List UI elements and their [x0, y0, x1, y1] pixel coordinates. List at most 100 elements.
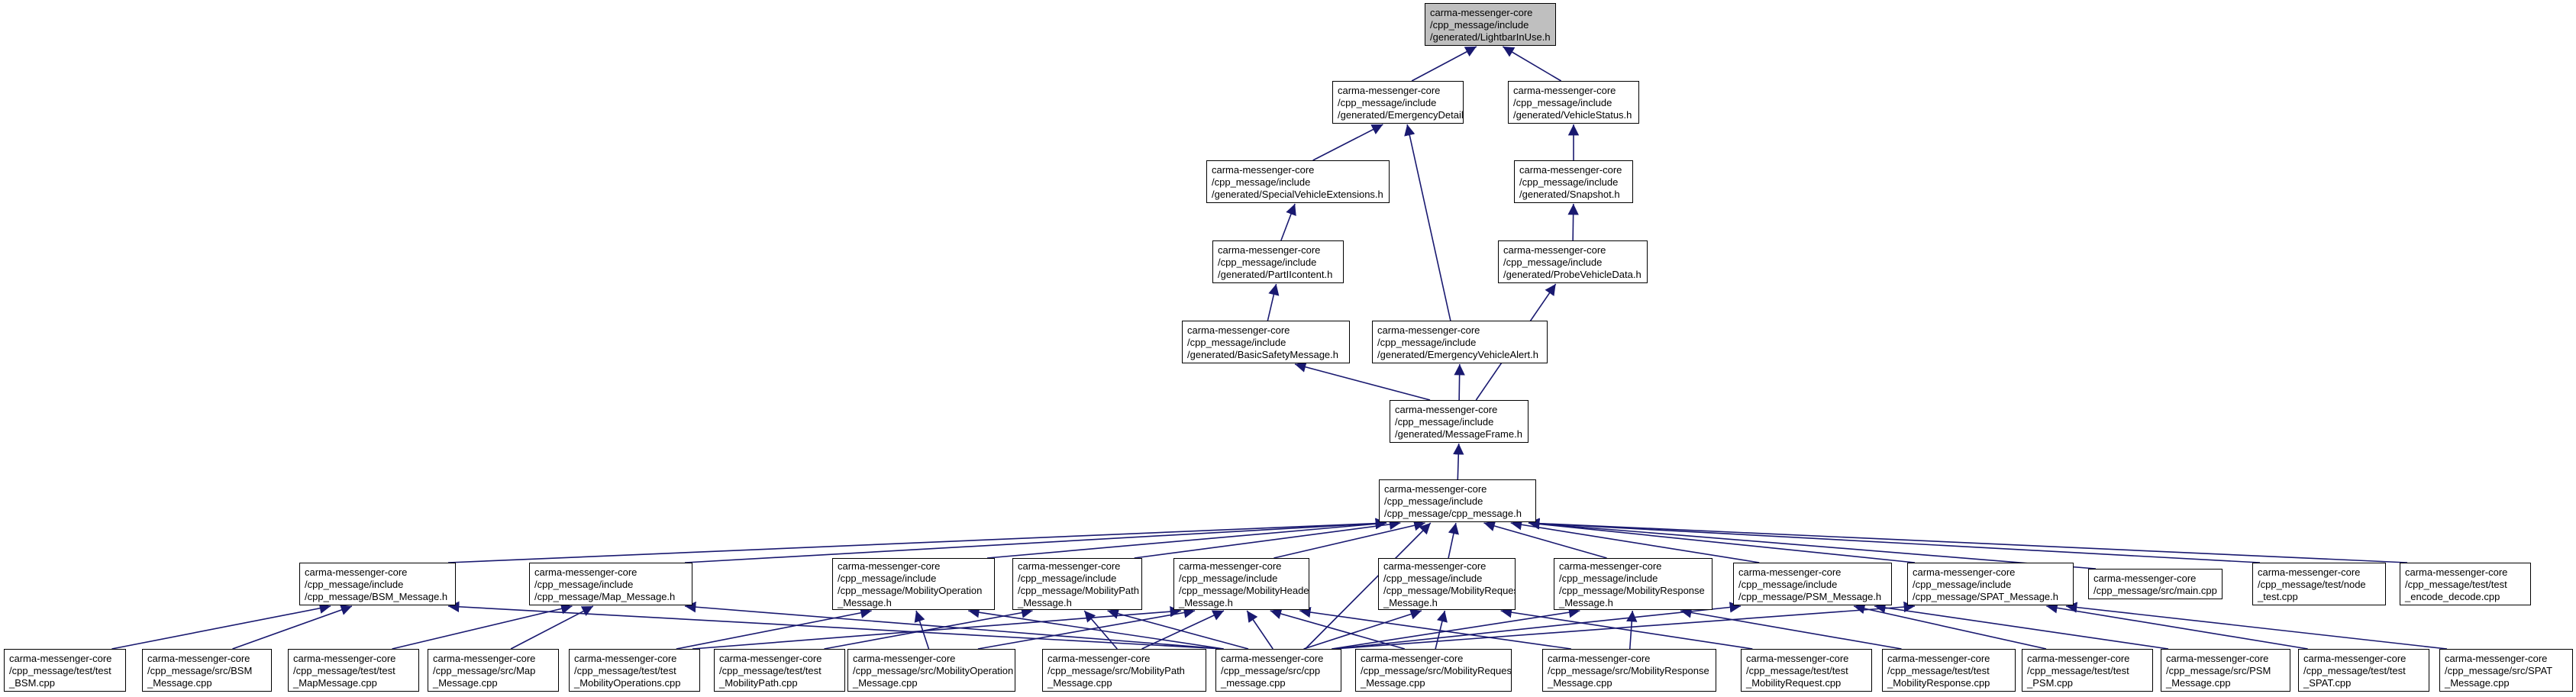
- graph-node-label: carma-messenger-core: [9, 653, 112, 664]
- graph-node-label: carma-messenger-core: [433, 653, 536, 664]
- graph-node-label: /cpp_message/src/MobilityPath: [1048, 665, 1185, 676]
- graph-node[interactable]: carma-messenger-core/cpp_message/include…: [299, 563, 456, 605]
- graph-node-label: carma-messenger-core: [1887, 653, 1990, 664]
- graph-node-label: carma-messenger-core: [2093, 573, 2197, 584]
- graph-node[interactable]: carma-messenger-core/cpp_message/include…: [1332, 81, 1464, 124]
- graph-edge: [1333, 602, 1742, 650]
- graph-node-label: _Message.cpp: [853, 677, 918, 689]
- graph-node[interactable]: carma-messenger-core/cpp_message/include…: [1554, 558, 1712, 610]
- graph-node[interactable]: carma-messenger-core/cpp_message/include…: [1173, 558, 1309, 610]
- graph-node[interactable]: carma-messenger-core/cpp_message/include…: [1206, 160, 1390, 203]
- graph-node-label: carma-messenger-core: [1548, 653, 1651, 664]
- graph-node-label: /cpp_message/PSM_Message.h: [1738, 591, 1882, 602]
- graph-edge: [1454, 363, 1465, 401]
- graph-edge: [1299, 606, 1571, 650]
- graph-edge: [1528, 518, 2261, 563]
- graph-node-label: /generated/PartIIcontent.h: [1218, 269, 1333, 280]
- graph-node-label: /cpp_message/src/MobilityRequest: [1361, 665, 1512, 676]
- graph-node-label: /cpp_message/src/cpp: [1221, 665, 1321, 676]
- graph-node[interactable]: carma-messenger-core/cpp_message/include…: [1372, 321, 1548, 363]
- graph-node-label: /cpp_message/include: [1738, 579, 1838, 590]
- graph-node-label: /cpp_message/test/test: [574, 665, 676, 676]
- graph-node-label: _Message.cpp: [1048, 677, 1112, 689]
- graph-node-label: _SPAT.cpp: [2303, 677, 2352, 689]
- graph-node-label: /cpp_message/include: [1218, 257, 1317, 268]
- graph-node-label: /cpp_message/test/test: [2303, 665, 2406, 676]
- graph-node[interactable]: carma-messenger-core/cpp_message/include…: [1508, 81, 1639, 124]
- graph-edge: [1134, 518, 1401, 559]
- graph-node[interactable]: carma-messenger-core/cpp_message/src/cpp…: [1215, 649, 1341, 692]
- graph-node[interactable]: carma-messenger-core/cpp_message/include…: [1379, 479, 1536, 522]
- graph-node[interactable]: carma-messenger-core/cpp_message/src/PSM…: [2161, 649, 2290, 692]
- graph-node[interactable]: carma-messenger-core/cpp_message/include…: [1733, 563, 1892, 605]
- graph-edge: [676, 607, 872, 650]
- graph-node[interactable]: carma-messenger-core/cpp_message/test/te…: [2298, 649, 2429, 692]
- graph-edge: [1411, 46, 1477, 82]
- graph-node-label: carma-messenger-core: [1513, 85, 1616, 96]
- graph-node-label: _MobilityRequest.cpp: [1746, 677, 1842, 689]
- graph-edge: [986, 518, 1387, 559]
- graph-node[interactable]: carma-messenger-core/cpp_message/test/te…: [714, 649, 845, 692]
- graph-node[interactable]: carma-messenger-core/cpp_message/include…: [529, 563, 692, 605]
- graph-node[interactable]: carma-messenger-core/cpp_message/test/te…: [569, 649, 700, 692]
- graph-node-label: carma-messenger-core: [1338, 85, 1441, 96]
- graph-node[interactable]: carma-messenger-core/cpp_message/include…: [1182, 321, 1350, 363]
- graph-node[interactable]: carma-messenger-core/cpp_message/test/te…: [1741, 649, 1872, 692]
- graph-node-label: /generated/ProbeVehicleData.h: [1503, 269, 1641, 280]
- graph-node-label: carma-messenger-core: [1018, 560, 1121, 572]
- graph-node[interactable]: carma-messenger-core/cpp_message/test/no…: [2252, 563, 2386, 605]
- graph-node-label: /cpp_message/test/test: [1887, 665, 1990, 676]
- graph-edge: [1483, 521, 1607, 559]
- graph-node[interactable]: carma-messenger-core/cpp_message/test/te…: [1882, 649, 2016, 692]
- graph-node-label: /cpp_message/include: [1559, 573, 1658, 584]
- graph-node-label: carma-messenger-core: [147, 653, 250, 664]
- graph-edge: [1853, 603, 2047, 650]
- graph-node[interactable]: carma-messenger-core/cpp_message/include…: [1012, 558, 1142, 610]
- graph-node-label: carma-messenger-core: [305, 566, 408, 578]
- graph-node[interactable]: carma-messenger-core/cpp_message/src/Map…: [428, 649, 559, 692]
- graph-node-label: /cpp_message/SPAT_Message.h: [1913, 591, 2059, 602]
- graph-edge: [1312, 124, 1383, 161]
- graph-node-label: /cpp_message/src/PSM: [2166, 665, 2271, 676]
- graph-node-label: _MobilityResponse.cpp: [1887, 677, 1990, 689]
- graph-node-label: /cpp_message/MobilityOperation: [838, 585, 983, 596]
- graph-node-label: /generated/VehicleStatus.h: [1513, 109, 1632, 121]
- graph-node-label: _MapMessage.cpp: [293, 677, 377, 689]
- graph-node-label: /cpp_message/include: [1384, 495, 1483, 507]
- graph-node-label: carma-messenger-core: [1221, 653, 1324, 664]
- graph-edge: [1083, 610, 1118, 650]
- graph-node[interactable]: carma-messenger-core/cpp_message/include…: [1514, 160, 1633, 203]
- graph-node-label: _Message.cpp: [1361, 677, 1425, 689]
- graph-node-label: carma-messenger-core: [2445, 653, 2548, 664]
- graph-node[interactable]: carma-messenger-core/cpp_message/test/te…: [2400, 563, 2531, 605]
- graph-node-label: /cpp_message/Map_Message.h: [534, 591, 676, 602]
- graph-node[interactable]: carma-messenger-core/cpp_message/include…: [1907, 563, 2074, 605]
- graph-node-label: _PSM.cpp: [2027, 677, 2073, 689]
- graph-node-label: _Message.h: [1383, 597, 1438, 608]
- graph-edge: [1107, 608, 1249, 650]
- graph-node-label: _Message.cpp: [1548, 677, 1612, 689]
- graph-node-label: _Message.h: [1559, 597, 1613, 608]
- graph-node[interactable]: carma-messenger-core/cpp_message/test/te…: [288, 649, 419, 692]
- graph-node[interactable]: carma-messenger-core/cpp_message/test/te…: [4, 649, 126, 692]
- graph-node[interactable]: carma-messenger-core/cpp_message/include…: [1378, 558, 1516, 610]
- graph-node[interactable]: carma-messenger-core/cpp_message/test/te…: [2022, 649, 2153, 692]
- graph-node[interactable]: carma-messenger-core/cpp_message/src/mai…: [2088, 569, 2223, 599]
- graph-node[interactable]: carma-messenger-core/cpp_message/src/Mob…: [1042, 649, 1206, 692]
- graph-node-label: /cpp_message/include: [1503, 257, 1603, 268]
- graph-node[interactable]: carma-messenger-core/cpp_message/src/Mob…: [1542, 649, 1716, 692]
- graph-node[interactable]: carma-messenger-core/cpp_message/src/Mob…: [847, 649, 1015, 692]
- graph-node[interactable]: carma-messenger-core/cpp_message/src/BSM…: [142, 649, 272, 692]
- graph-node[interactable]: carma-messenger-core/cpp_message/include…: [1425, 3, 1556, 46]
- graph-node-label: _BSM.cpp: [9, 677, 55, 689]
- graph-node[interactable]: carma-messenger-core/cpp_message/src/Mob…: [1355, 649, 1512, 692]
- graph-node[interactable]: carma-messenger-core/cpp_message/include…: [1212, 240, 1344, 283]
- graph-node[interactable]: carma-messenger-core/cpp_message/src/SPA…: [2439, 649, 2573, 692]
- graph-node-label: /cpp_message/test/test: [719, 665, 822, 676]
- graph-node-label: carma-messenger-core: [293, 653, 396, 664]
- graph-edge: [392, 603, 573, 650]
- graph-node[interactable]: carma-messenger-core/cpp_message/include…: [832, 558, 995, 610]
- graph-node[interactable]: carma-messenger-core/cpp_message/include…: [1498, 240, 1648, 283]
- graph-node-label: carma-messenger-core: [1383, 560, 1487, 572]
- graph-node[interactable]: carma-messenger-core/cpp_message/include…: [1390, 400, 1528, 443]
